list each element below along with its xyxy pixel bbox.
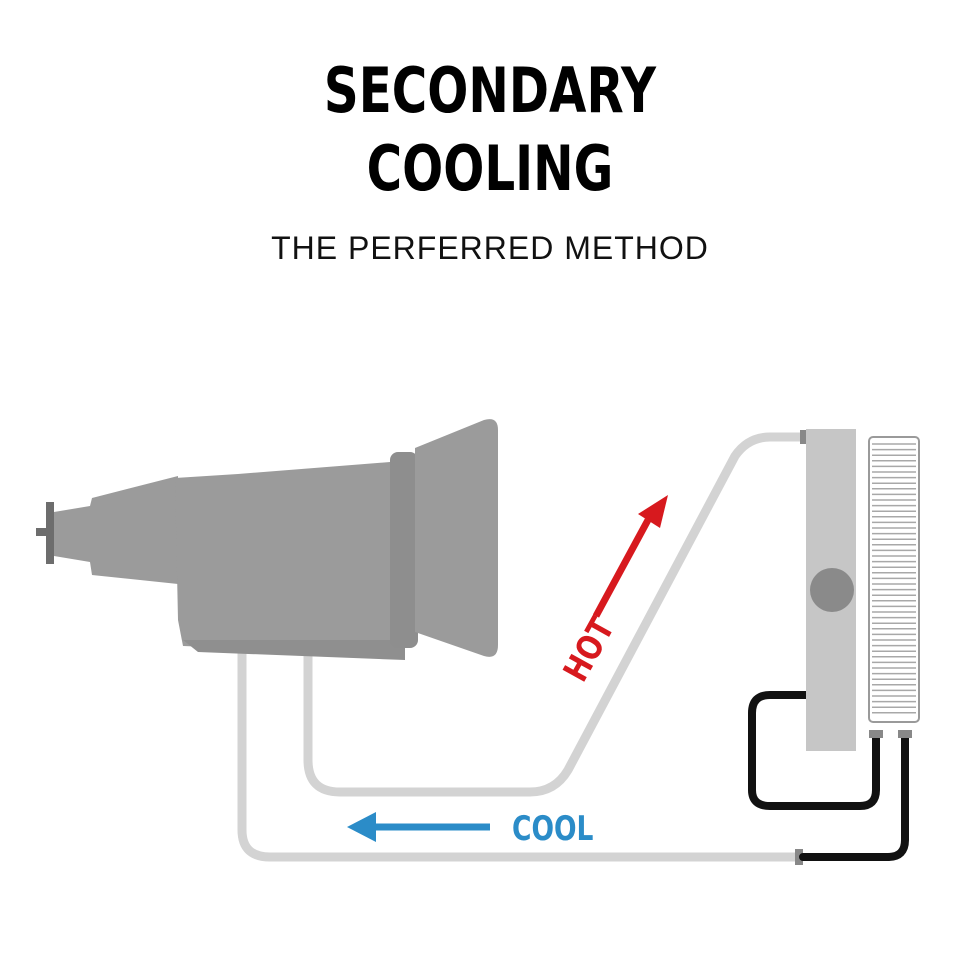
cool-line <box>237 647 805 862</box>
hot-line-fitting <box>800 430 808 444</box>
adapter-ring <box>390 452 418 648</box>
hot-arrow-shaft <box>592 518 652 618</box>
tail-housing <box>54 476 178 584</box>
title-block: SECONDARY COOLING <box>0 52 980 208</box>
black-hoses <box>748 691 909 861</box>
cool-label: COOL <box>512 810 593 849</box>
auxiliary-cooler <box>868 436 920 738</box>
cooler-outlet-hose <box>799 731 909 861</box>
cooler-lines <box>237 432 811 862</box>
subtitle: THE PERFERRED METHOD <box>271 230 709 266</box>
cooler-fins <box>872 443 916 714</box>
output-flange-stub <box>36 528 50 536</box>
main-case <box>175 460 400 652</box>
bell-housing <box>415 419 498 657</box>
cooler-fitting-right <box>898 730 912 738</box>
cool-arrow <box>347 812 490 842</box>
hot-arrow <box>592 495 668 618</box>
radiator-to-cooler-hose <box>748 691 880 810</box>
title-line-2: COOLING <box>366 132 614 205</box>
cooler-fitting-left <box>869 730 883 738</box>
hot-arrow-head <box>638 495 668 528</box>
transmission <box>36 419 498 660</box>
hot-line <box>303 432 811 797</box>
transmission-pan <box>183 640 405 660</box>
radiator <box>806 429 856 751</box>
title-line-1: SECONDARY <box>323 54 657 127</box>
cool-arrow-head <box>347 812 376 842</box>
radiator-cap <box>810 568 854 612</box>
